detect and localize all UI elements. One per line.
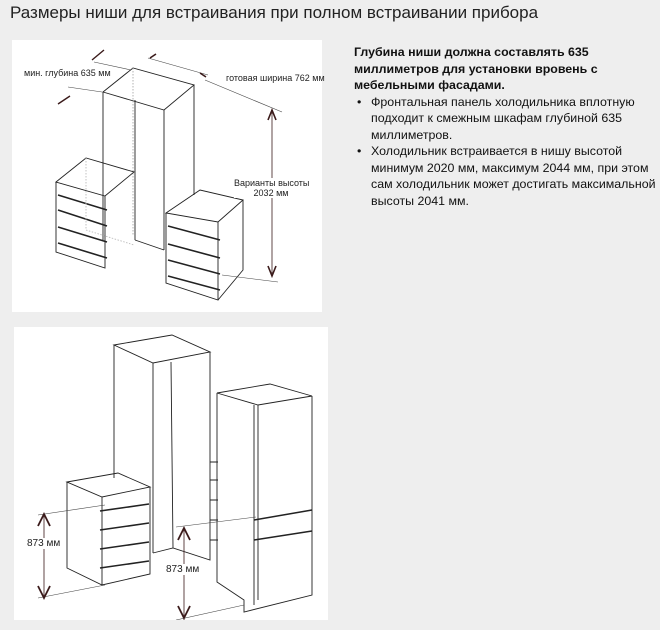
installation-diagram: 873 мм 873 мм: [14, 327, 328, 620]
description-heading: Глубина ниши должна составлять 635 милли…: [354, 45, 598, 92]
height-label-line2: 2032 мм: [253, 188, 289, 198]
list-item: Фронтальная панель холодильника вплотную…: [354, 94, 659, 144]
right-height-label: 873 мм: [166, 564, 200, 575]
niche-dimensions-diagram: мин. глубина 635 мм готовая ширина 762 м…: [12, 40, 325, 312]
height-label: Варианты высоты 2032 мм: [234, 178, 310, 198]
list-item: Холодильник встраивается в нишу высотой …: [354, 143, 659, 209]
height-label-line1: Варианты высоты: [234, 178, 310, 188]
description: Глубина ниши должна составлять 635 милли…: [354, 44, 659, 209]
description-list: Фронтальная панель холодильника вплотную…: [354, 94, 659, 210]
page-title: Размеры ниши для встраивания при полном …: [10, 3, 539, 22]
width-label: готовая ширина 762 мм: [226, 73, 325, 83]
left-height-label: 873 мм: [27, 538, 61, 549]
depth-label: мин. глубина 635 мм: [24, 68, 111, 78]
fridge-installation-drawing: [37, 334, 313, 620]
